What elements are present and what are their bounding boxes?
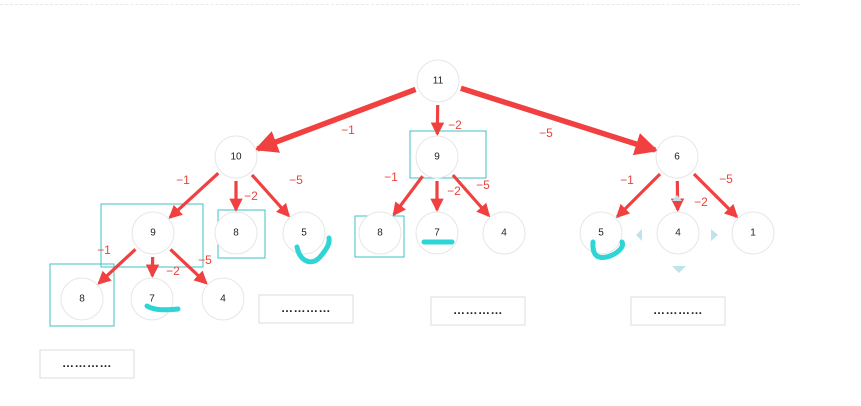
scribble-under-n5c — [590, 239, 625, 260]
node-n4c[interactable]: 4 — [656, 211, 700, 255]
edge-n9b-n4d — [169, 248, 208, 285]
node-label-n7d: 7 — [149, 294, 155, 305]
nav-left-icon[interactable] — [636, 229, 642, 241]
node-label-n9a: 9 — [434, 152, 440, 163]
edge-label-n11-n6: −5 — [539, 126, 553, 140]
node-label-n5c: 5 — [598, 228, 604, 239]
node-label-n4b: 4 — [501, 228, 507, 239]
edge-label-n9b-n8d: −1 — [97, 243, 111, 257]
edges — [97, 85, 739, 285]
edge-label-n11-n10: −1 — [341, 123, 355, 137]
ellipsis-text-1: ………… — [281, 301, 331, 315]
node-label-n5a: 5 — [301, 228, 307, 239]
edge-label-n10-n5a: −5 — [289, 173, 303, 187]
edge-n11-n6 — [460, 85, 659, 156]
highlight-box-n9a — [409, 130, 487, 179]
node-circle-n4c — [656, 211, 700, 255]
edge-n9b-n8d — [97, 248, 137, 285]
ellipsis-text-4: ………… — [62, 356, 112, 370]
node-circle-n8b — [358, 211, 402, 255]
nodes: 11 10 9 6 9 8 5 8 7 4 5 4 1 8 7 4 — [60, 59, 775, 321]
nav-right-icon[interactable] — [711, 229, 718, 241]
node-n11[interactable]: 11 — [416, 59, 460, 103]
node-label-n4d: 4 — [220, 294, 226, 305]
nav-up-icon[interactable] — [672, 195, 682, 201]
node-circle-n6 — [655, 135, 699, 179]
scribble-under-n7d — [144, 303, 181, 313]
node-n6[interactable]: 6 — [655, 135, 699, 179]
node-n8d[interactable]: 8 — [60, 277, 104, 321]
node-label-n7b: 7 — [434, 228, 440, 239]
node-n5c[interactable]: 5 — [579, 211, 623, 255]
edge-label-n6-n4c: −2 — [694, 195, 708, 209]
edge-n6-n5c — [615, 172, 662, 219]
edge-label-n9b-n7d: −2 — [166, 264, 180, 278]
edge-label-n9b-n4d: −5 — [198, 253, 212, 267]
edge-n6-n1c — [692, 172, 739, 219]
edge-n9a-n8b — [392, 175, 424, 217]
node-label-n10: 10 — [230, 152, 242, 163]
edge-label-n9a-n4b: −5 — [476, 178, 490, 192]
node-n7d[interactable]: 7 — [130, 277, 174, 321]
edge-label-n10-n8a: −2 — [244, 189, 258, 203]
edge-n10-n5a — [250, 173, 291, 218]
node-label-n6: 6 — [674, 152, 680, 163]
node-n8b[interactable]: 8 — [358, 211, 402, 255]
node-circle-n8a — [214, 211, 258, 255]
node-circle-n9b — [131, 211, 175, 255]
ellipsis-box-4 — [39, 349, 135, 379]
edge-label-n11-n9a: −2 — [448, 118, 462, 132]
edge-n9a-n4b — [451, 173, 491, 218]
node-n4b[interactable]: 4 — [482, 211, 526, 255]
edge-n10-n9b — [168, 172, 220, 219]
node-n4d[interactable]: 4 — [201, 277, 245, 321]
edge-label-n10-n9b: −1 — [176, 173, 190, 187]
ellipsis-text-3: ………… — [653, 303, 703, 317]
ellipsis-text-2: ………… — [453, 303, 503, 317]
ellipsis-box-3 — [630, 296, 726, 326]
ellipsis-boxes: ………… ………… ………… ………… — [39, 294, 726, 379]
scribble-under-n5a — [294, 235, 332, 265]
node-label-n4c: 4 — [675, 228, 681, 239]
node-n8a[interactable]: 8 — [214, 211, 258, 255]
ellipsis-box-1 — [258, 294, 354, 324]
edge-label-n9a-n7b: −2 — [447, 184, 461, 198]
edge-label-n6-n5c: −1 — [620, 173, 634, 187]
top-divider — [0, 4, 800, 5]
highlight-box-n8d — [49, 263, 115, 327]
edge-label-n6-n1c: −5 — [719, 172, 733, 186]
node-label-n8b: 8 — [377, 228, 383, 239]
node-n10[interactable]: 10 — [214, 135, 258, 179]
ellipsis-box-2 — [430, 296, 526, 326]
node-label-n1c: 1 — [750, 228, 756, 239]
node-circle-n10 — [214, 135, 258, 179]
node-circle-n11 — [416, 59, 460, 103]
edge-labels: −1 −2 −5 −1 −2 −5 −1 −2 −5 −1 −2 −5 −1 −2 −5 — [97, 118, 733, 278]
node-circle-n9a — [415, 135, 459, 179]
node-n7b[interactable]: 7 — [415, 211, 459, 255]
scribbles — [144, 235, 625, 313]
edge-n11-n10 — [254, 86, 417, 153]
node-n5a[interactable]: 5 — [282, 211, 326, 255]
node-circle-n4d — [201, 277, 245, 321]
edge-label-n9a-n8b: −1 — [384, 170, 398, 184]
node-label-n8d: 8 — [79, 294, 85, 305]
node-circle-n4b — [482, 211, 526, 255]
node-circle-n1c — [731, 211, 775, 255]
node-n9b[interactable]: 9 — [131, 211, 175, 255]
node-circle-n5a — [282, 211, 326, 255]
node-label-n9b: 9 — [150, 228, 156, 239]
node-circle-n8d — [60, 277, 104, 321]
node-n9a[interactable]: 9 — [415, 135, 459, 179]
node-n1c[interactable]: 1 — [731, 211, 775, 255]
node-label-n11: 11 — [433, 76, 444, 87]
node-label-n8a: 8 — [233, 228, 239, 239]
nav-arrows[interactable] — [636, 195, 718, 273]
nav-down-icon[interactable] — [672, 266, 686, 273]
